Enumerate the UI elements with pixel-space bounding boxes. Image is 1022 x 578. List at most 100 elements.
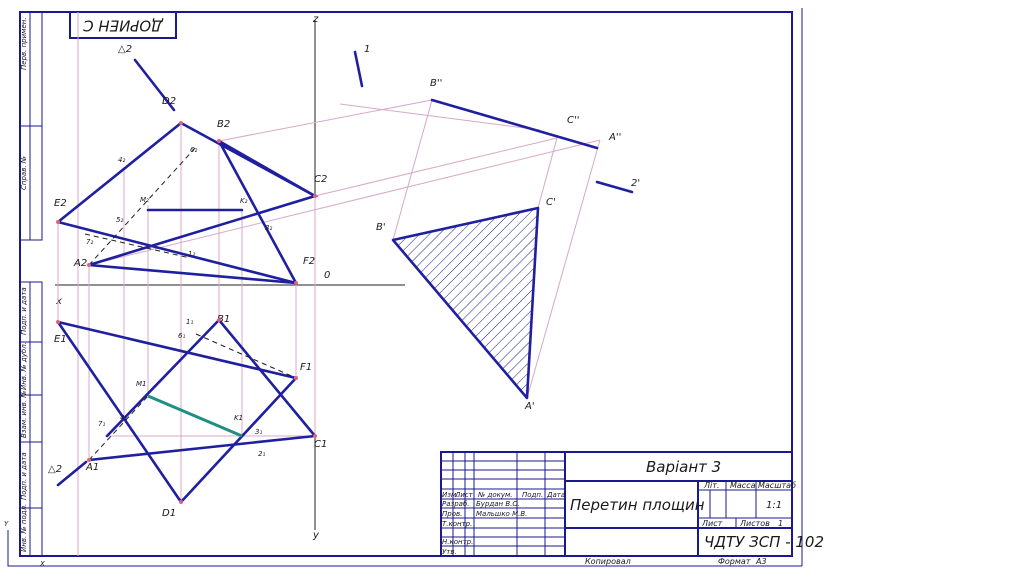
stamp-code: ДОРИЕН С bbox=[83, 17, 164, 35]
frontal-sub-k: K₂ bbox=[240, 197, 248, 205]
true-shape-triangle bbox=[391, 206, 540, 400]
scale-value: 1:1 bbox=[766, 500, 782, 511]
strip-label-4: Взам. инв. № bbox=[20, 390, 28, 438]
horiz-sub-1: 1₁ bbox=[186, 318, 193, 326]
strip-label-0: Перв. примен. bbox=[20, 17, 28, 70]
aux-label-a2: A'' bbox=[608, 132, 621, 143]
frontal-sub-3: 3₂ bbox=[265, 224, 272, 232]
aux-label-c1: C' bbox=[546, 197, 556, 208]
frontal-hidden bbox=[88, 146, 197, 266]
strip-label-3: Инв. № дубл. bbox=[20, 342, 28, 390]
plane-2-trace bbox=[595, 180, 634, 194]
frontal-edge-af bbox=[87, 263, 298, 285]
sheet-label: Лист bbox=[701, 519, 723, 528]
plane-2-label: 2' bbox=[631, 178, 640, 189]
frontal-label-e2: E2 bbox=[54, 198, 67, 209]
frontal-sub-7: 7₂ bbox=[86, 238, 93, 246]
header-col-1: Лист bbox=[454, 491, 474, 499]
header-col-4: Дата bbox=[546, 491, 565, 499]
axis-o-label: 0 bbox=[324, 270, 330, 281]
aux-label-b1: B' bbox=[376, 222, 386, 233]
frontal-sub-5: 5₂ bbox=[116, 216, 123, 224]
plane-delta-top bbox=[133, 58, 176, 112]
stamp-box bbox=[69, 11, 177, 39]
row-label-3: Н.контр. bbox=[442, 538, 473, 546]
frontal-label-a2: A2 bbox=[73, 258, 87, 269]
row-label-2: Т.контр. bbox=[442, 520, 472, 528]
horiz-edge-bc bbox=[217, 318, 317, 438]
horiz-label-b1: B1 bbox=[217, 314, 230, 325]
horiz-label-c1: C1 bbox=[314, 439, 327, 450]
plane-delta-top-label: △2 bbox=[118, 44, 132, 55]
frontal-sub-m: M₂ bbox=[140, 196, 149, 204]
name-1: Мальшко М.В. bbox=[476, 510, 527, 518]
corner-x: X bbox=[39, 560, 45, 568]
sheets-value: 1 bbox=[778, 519, 783, 528]
row-label-1: Пров. bbox=[442, 510, 462, 518]
horiz-sub-7: 7₁ bbox=[98, 420, 105, 428]
horiz-sub-4: 4₁ bbox=[120, 414, 127, 422]
header-col-2: № докум. bbox=[477, 491, 513, 499]
frontal-edge-bf bbox=[217, 139, 298, 285]
aux-label-c2: C'' bbox=[567, 115, 579, 126]
construction-lines bbox=[57, 99, 601, 502]
header-col-0: Изм. bbox=[442, 491, 458, 499]
aux-label-a1: A' bbox=[524, 401, 535, 412]
frontal-projection bbox=[56, 121, 319, 285]
scale-label: Масштаб bbox=[758, 481, 796, 490]
frontal-label-c2: C2 bbox=[314, 174, 327, 185]
side-strip: Перв. примен. Справ. № Подп. и дата Инв.… bbox=[19, 11, 43, 557]
plane-1-label: 1 bbox=[364, 44, 370, 55]
frontal-sub-1: 1₂ bbox=[188, 250, 195, 258]
frontal-label-d2: D2 bbox=[162, 96, 176, 107]
frontal-label-f2: F2 bbox=[303, 256, 315, 267]
row-label-4: Утв. bbox=[442, 548, 457, 556]
frontal-hidden-2 bbox=[84, 233, 191, 259]
aux-label-b2: B'' bbox=[430, 78, 442, 89]
horiz-edge-ef bbox=[56, 320, 298, 380]
vertex-points bbox=[56, 121, 317, 504]
plane-1-trace bbox=[353, 50, 364, 88]
intersection-line-mk bbox=[147, 394, 243, 438]
strip-label-6: Инв. № подл. bbox=[20, 504, 28, 552]
corner-y: Y bbox=[4, 520, 9, 528]
horiz-hidden-2 bbox=[195, 333, 297, 379]
aux-trace-line bbox=[430, 98, 599, 150]
horiz-sub-3: 3₁ bbox=[255, 428, 262, 436]
frontal-triangle bbox=[56, 121, 319, 267]
horiz-sub-6: 6₁ bbox=[178, 332, 185, 340]
drawing-code: ЧДТУ ЗСП - 102 bbox=[704, 533, 824, 551]
horiz-label-d1: D1 bbox=[162, 508, 176, 519]
horiz-label-a1: A1 bbox=[85, 462, 99, 473]
horiz-hidden bbox=[88, 395, 149, 461]
horiz-sub-k: K1 bbox=[234, 414, 243, 422]
plane-delta-bottom-label: △2 bbox=[48, 464, 62, 475]
axis-z-label: z bbox=[312, 14, 319, 25]
horiz-sub-m: M1 bbox=[136, 380, 147, 388]
plane-delta-bottom bbox=[56, 460, 88, 487]
frontal-label-b2: B2 bbox=[217, 119, 230, 130]
frontal-sub-6: 6₂ bbox=[190, 146, 197, 154]
axis-y-label: y bbox=[312, 530, 320, 541]
format-value: А3 bbox=[755, 557, 767, 566]
frontal-edge-bc bbox=[217, 139, 317, 198]
title-block bbox=[440, 451, 793, 557]
variant-label: Варіант 3 bbox=[646, 458, 721, 476]
horiz-edge-ac bbox=[87, 434, 317, 462]
row-label-0: Разраб. bbox=[442, 500, 470, 508]
horiz-edge-ba bbox=[105, 318, 221, 438]
horiz-edge-ed bbox=[56, 320, 183, 504]
horiz-label-e1: E1 bbox=[54, 334, 67, 345]
horiz-label-f1: F1 bbox=[300, 362, 312, 373]
drawing-title: Перетин площин bbox=[570, 496, 705, 514]
corner-axes bbox=[7, 530, 40, 567]
header-col-3: Подп. bbox=[522, 491, 543, 499]
strip-label-2: Подп. и дата bbox=[20, 287, 28, 335]
mass-label: Масса bbox=[730, 481, 756, 490]
frontal-sub-4: 4₂ bbox=[118, 156, 125, 164]
strip-label-1: Справ. № bbox=[20, 156, 28, 190]
format-label: Формат bbox=[718, 557, 751, 566]
horiz-sub-2: 2₁ bbox=[258, 450, 265, 458]
